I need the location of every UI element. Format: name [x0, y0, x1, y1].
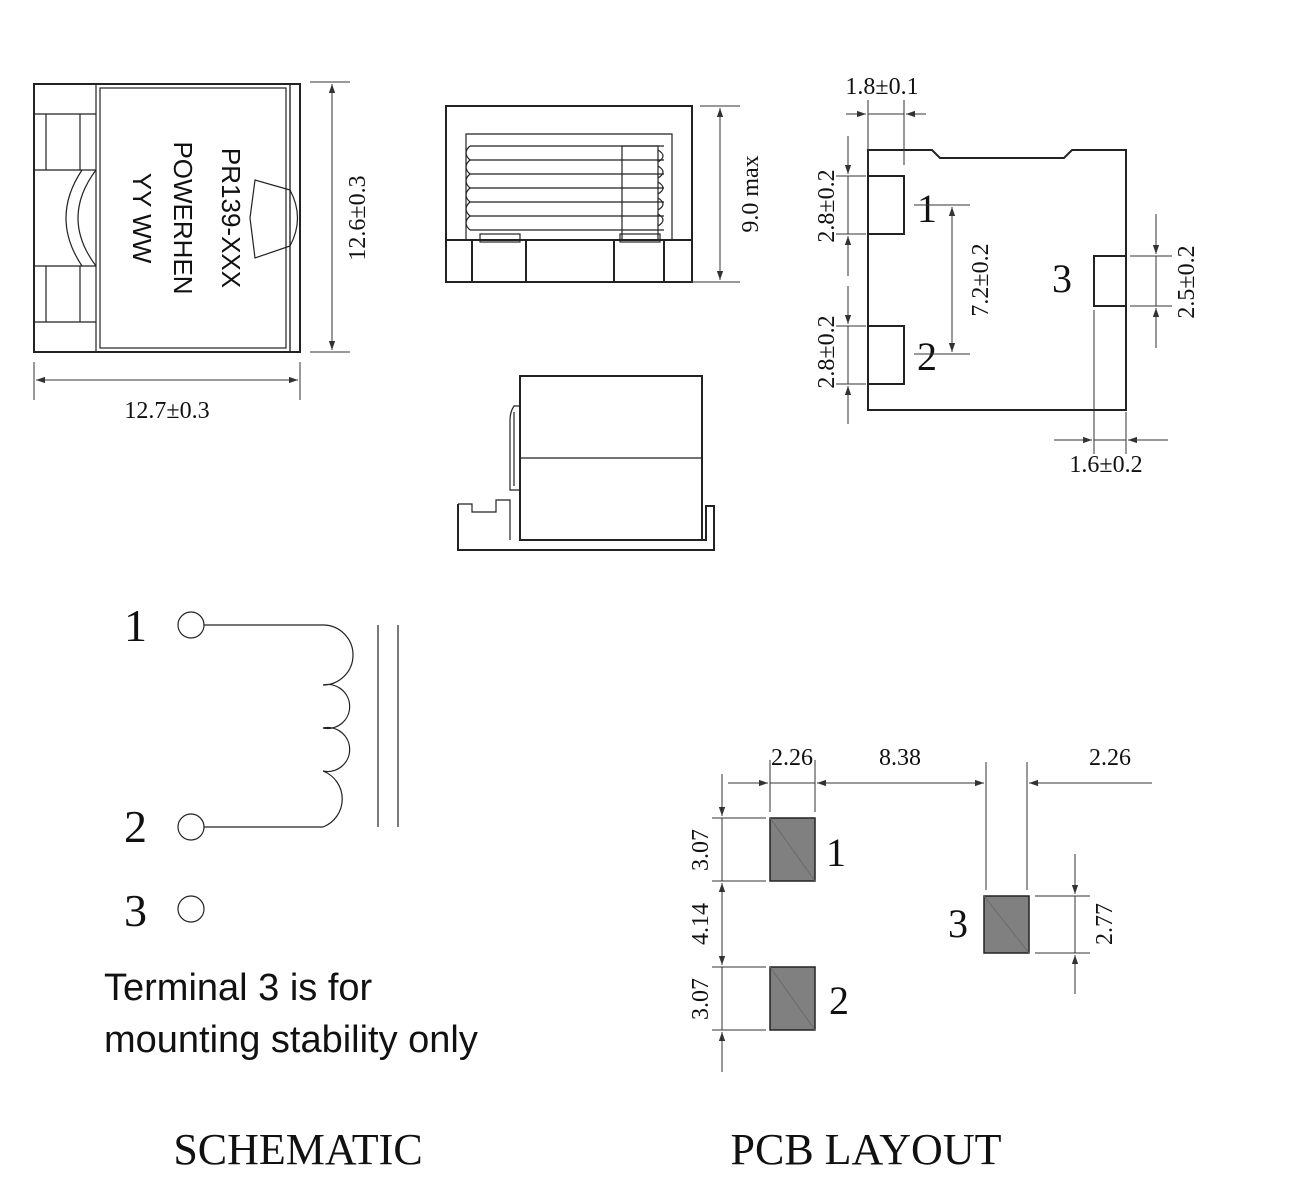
schematic: 1 2 3 Terminal 3 is for mounting stabili…	[104, 600, 478, 1174]
bottom-pad1-height-dim: 2.8±0.2	[814, 169, 840, 242]
terminal-3-symbol	[177, 895, 205, 923]
schematic-note-line-2: mounting stability only	[104, 1019, 478, 1061]
front-view-outline	[445, 105, 693, 283]
front-view: 9.0 max	[445, 105, 764, 283]
pcb-spacing-dim: 8.38	[879, 745, 921, 771]
pcb-pin-3: 3	[948, 901, 968, 946]
terminal-2-symbol	[177, 813, 205, 841]
top-view-height-dim: 12.6±0.3	[345, 175, 371, 260]
pcb-layout-title: PCB LAYOUT	[731, 1125, 1002, 1174]
bottom-pad-3	[1093, 255, 1127, 307]
side-view	[457, 375, 715, 551]
schematic-pin-2: 2	[124, 801, 147, 852]
marking-line-3: YY WW	[127, 173, 157, 264]
schematic-title: SCHEMATIC	[173, 1125, 422, 1174]
side-view-height-dim: 9.0 max	[738, 155, 764, 232]
bottom-pad-1	[867, 175, 905, 235]
schematic-pin-3: 3	[124, 885, 147, 936]
bottom-pin-1: 1	[917, 186, 937, 231]
top-view-width-dim: 12.7±0.3	[124, 398, 209, 424]
bottom-pad-width-dim: 1.8±0.1	[845, 74, 918, 100]
top-view-outline	[33, 83, 301, 353]
bottom-view: 1 2 3 1.8±0.1 2.8±0.2 2.8±0.2 7.2±0.2	[814, 74, 1200, 478]
terminal-1-symbol	[177, 611, 205, 639]
pcb-pad2-height-dim: 3.07	[688, 978, 714, 1020]
pcb-pad3-height-dim: 2.77	[1092, 903, 1118, 945]
top-view: PR139-XXX POWERHEN YY WW 12.7±0.3 12.6±0…	[33, 81, 371, 424]
pcb-pad1-height-dim: 3.07	[688, 829, 714, 871]
pcb-pin-2: 2	[829, 978, 849, 1023]
schematic-note-line-1: Terminal 3 is for	[104, 967, 373, 1009]
bottom-view-outline	[867, 149, 1127, 411]
inductor-coil	[204, 624, 354, 828]
bottom-pin-3: 3	[1052, 256, 1072, 301]
marking-line-1: PR139-XXX	[216, 148, 246, 288]
bottom-pad-pitch-dim: 7.2±0.2	[968, 243, 994, 316]
bottom-pad3-width-dim: 1.6±0.2	[1069, 452, 1142, 478]
pcb-pin-1: 1	[826, 830, 846, 875]
schematic-pin-1: 1	[124, 600, 147, 651]
pcb-gap-dim: 4.14	[688, 903, 714, 945]
pcb-layout: 1 2 3 2.26 8.38 2.26 3.07 4.14 3.07	[688, 745, 1152, 1174]
pcb-pad-width-right-dim: 2.26	[1089, 745, 1131, 771]
marking-line-2: POWERHEN	[168, 141, 198, 294]
bottom-pad2-height-dim: 2.8±0.2	[814, 315, 840, 388]
bottom-pin-2: 2	[917, 334, 937, 379]
bottom-pad3-height-dim: 2.5±0.2	[1174, 245, 1200, 318]
pcb-pad-width-left-dim: 2.26	[771, 745, 813, 771]
bottom-pad-2	[867, 325, 905, 385]
